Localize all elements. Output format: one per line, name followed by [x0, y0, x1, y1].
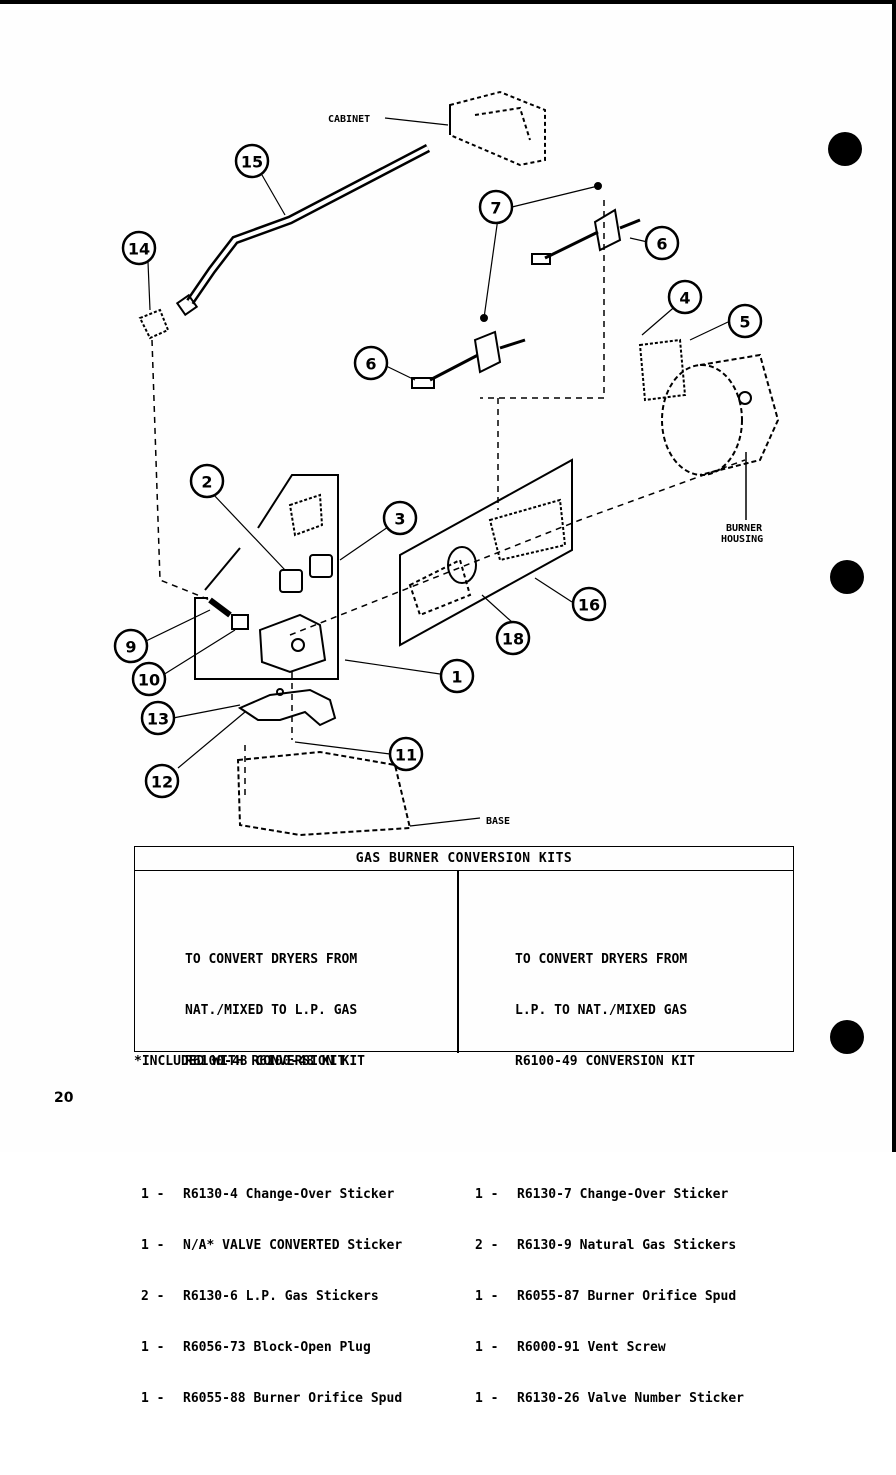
callout-6-lower: 6 [365, 355, 376, 374]
callout-13: 13 [147, 710, 169, 729]
kit-item: 1 - R6055-88 Burner Orifice Spud [141, 1390, 402, 1407]
burner-tube-panel [399, 458, 573, 647]
label-burner-housing-1: BURNER [726, 523, 763, 534]
item-qty: 1 - [475, 1340, 499, 1355]
heading-line: R6100-49 CONVERSION KIT [515, 1054, 696, 1069]
callout-9: 9 [125, 638, 136, 657]
item-desc: R6130-4 Change-Over Sticker [183, 1187, 395, 1202]
callout-2: 2 [201, 473, 212, 492]
kit-item-list: 1 - R6130-4 Change-Over Sticker 1 - N/A* V… [141, 1152, 402, 1441]
binder-hole-bottom [830, 1020, 864, 1054]
burner-housing [638, 338, 780, 520]
heading-line: NAT./MIXED TO L.P. GAS [185, 1003, 358, 1018]
kit-item: 1 - R6130-26 Valve Number Sticker [475, 1390, 744, 1407]
callout-16: 16 [578, 596, 600, 615]
item-desc: R6130-9 Natural Gas Stickers [517, 1238, 737, 1253]
kit-item: 1 - R6130-4 Change-Over Sticker [141, 1186, 402, 1203]
gas-valve [208, 493, 333, 674]
label-base: BASE [486, 816, 510, 827]
item-qty: 1 - [141, 1238, 165, 1253]
callout-1: 1 [451, 668, 462, 687]
item-qty: 1 - [141, 1340, 165, 1355]
item-qty: 2 - [475, 1238, 499, 1253]
callout-3: 3 [394, 510, 405, 529]
callout-11: 11 [395, 746, 417, 765]
callout-6-upper: 6 [656, 235, 667, 254]
kit-item: 1 - R6056-73 Block-Open Plug [141, 1339, 402, 1356]
callout-18: 18 [502, 630, 524, 649]
callout-10: 10 [138, 671, 160, 690]
kit-item: 2 - R6130-6 L.P. Gas Stickers [141, 1288, 402, 1305]
item-qty: 2 - [141, 1289, 165, 1304]
gas-pipe [175, 144, 431, 317]
heading-line: TO CONVERT DRYERS FROM [515, 952, 688, 967]
item-qty: 1 - [475, 1187, 499, 1202]
callout-14: 14 [128, 240, 150, 259]
binder-hole-middle [830, 560, 864, 594]
upper-sensor [531, 182, 641, 265]
callout-4: 4 [679, 289, 690, 308]
item-desc: R6055-88 Burner Orifice Spud [183, 1391, 403, 1406]
kit-item: 1 - R6055-87 Burner Orifice Spud [475, 1288, 744, 1305]
label-cabinet: CABINET [328, 114, 370, 125]
kit-heading: TO CONVERT DRYERS FROM L.P. TO NAT./MIXE… [515, 917, 744, 1104]
item-desc: R6056-73 Block-Open Plug [183, 1340, 371, 1355]
kit-heading: TO CONVERT DRYERS FROM NAT./MIXED TO L.P… [185, 917, 402, 1104]
heading-line: R6100-48 CONVERSION KIT [185, 1054, 366, 1069]
item-qty: 1 - [475, 1289, 499, 1304]
item-desc: R6130-7 Change-Over Sticker [517, 1187, 729, 1202]
item-desc: N/A* VALVE CONVERTED Sticker [183, 1238, 403, 1253]
page-border-top [0, 0, 896, 4]
callout-15: 15 [241, 153, 263, 172]
page-number: 20 [54, 1090, 74, 1106]
page-border-right [892, 0, 896, 1152]
callout-7: 7 [490, 199, 501, 218]
callout-5: 5 [739, 313, 750, 332]
kit-item: 2 - R6130-9 Natural Gas Stickers [475, 1237, 744, 1254]
gas-valve-box [194, 474, 339, 680]
exploded-parts-diagram: 1 2 3 4 5 6 6 7 9 10 11 12 13 14 15 16 1… [113, 90, 780, 837]
kit-item: 1 - N/A* VALVE CONVERTED Sticker [141, 1237, 402, 1254]
kit-item-list: 1 - R6130-7 Change-Over Sticker 2 - R6130-… [475, 1152, 744, 1441]
valve-bracket [237, 688, 337, 727]
conversion-kits-table: GAS BURNER CONVERSION KITS TO CONVERT DR… [134, 846, 794, 1406]
item-qty: 1 - [141, 1391, 165, 1406]
lower-sensor [411, 314, 526, 389]
item-desc: R6130-26 Valve Number Sticker [517, 1391, 744, 1406]
kit-item: 1 - R6000-91 Vent Screw [475, 1339, 744, 1356]
column-divider [457, 871, 459, 1053]
binder-hole-top [828, 132, 862, 166]
heading-line: L.P. TO NAT./MIXED GAS [515, 1003, 688, 1018]
item-qty: 1 - [475, 1391, 499, 1406]
item-desc: R6000-91 Vent Screw [517, 1340, 666, 1355]
footnote: *INCLUDED WITH R6100-48 KIT [134, 1054, 346, 1069]
kit-item: 1 - R6130-7 Change-Over Sticker [475, 1186, 744, 1203]
cabinet-bracket [449, 90, 546, 167]
heading-line: TO CONVERT DRYERS FROM [185, 952, 358, 967]
parts-diagram-page: 1 2 3 4 5 6 6 7 9 10 11 12 13 14 15 16 1… [0, 0, 896, 1406]
pipe-clamp [138, 308, 170, 340]
item-qty: 1 - [141, 1187, 165, 1202]
kit-column-lp: TO CONVERT DRYERS FROM NAT./MIXED TO L.P… [141, 883, 402, 1475]
label-burner-housing-2: HOUSING [721, 534, 763, 545]
base-outline [236, 750, 412, 837]
item-desc: R6055-87 Burner Orifice Spud [517, 1289, 737, 1304]
callout-12: 12 [151, 773, 173, 792]
item-desc: R6130-6 L.P. Gas Stickers [183, 1289, 379, 1304]
kit-column-natural: TO CONVERT DRYERS FROM L.P. TO NAT./MIXE… [475, 883, 744, 1475]
table-title: GAS BURNER CONVERSION KITS [135, 847, 793, 871]
